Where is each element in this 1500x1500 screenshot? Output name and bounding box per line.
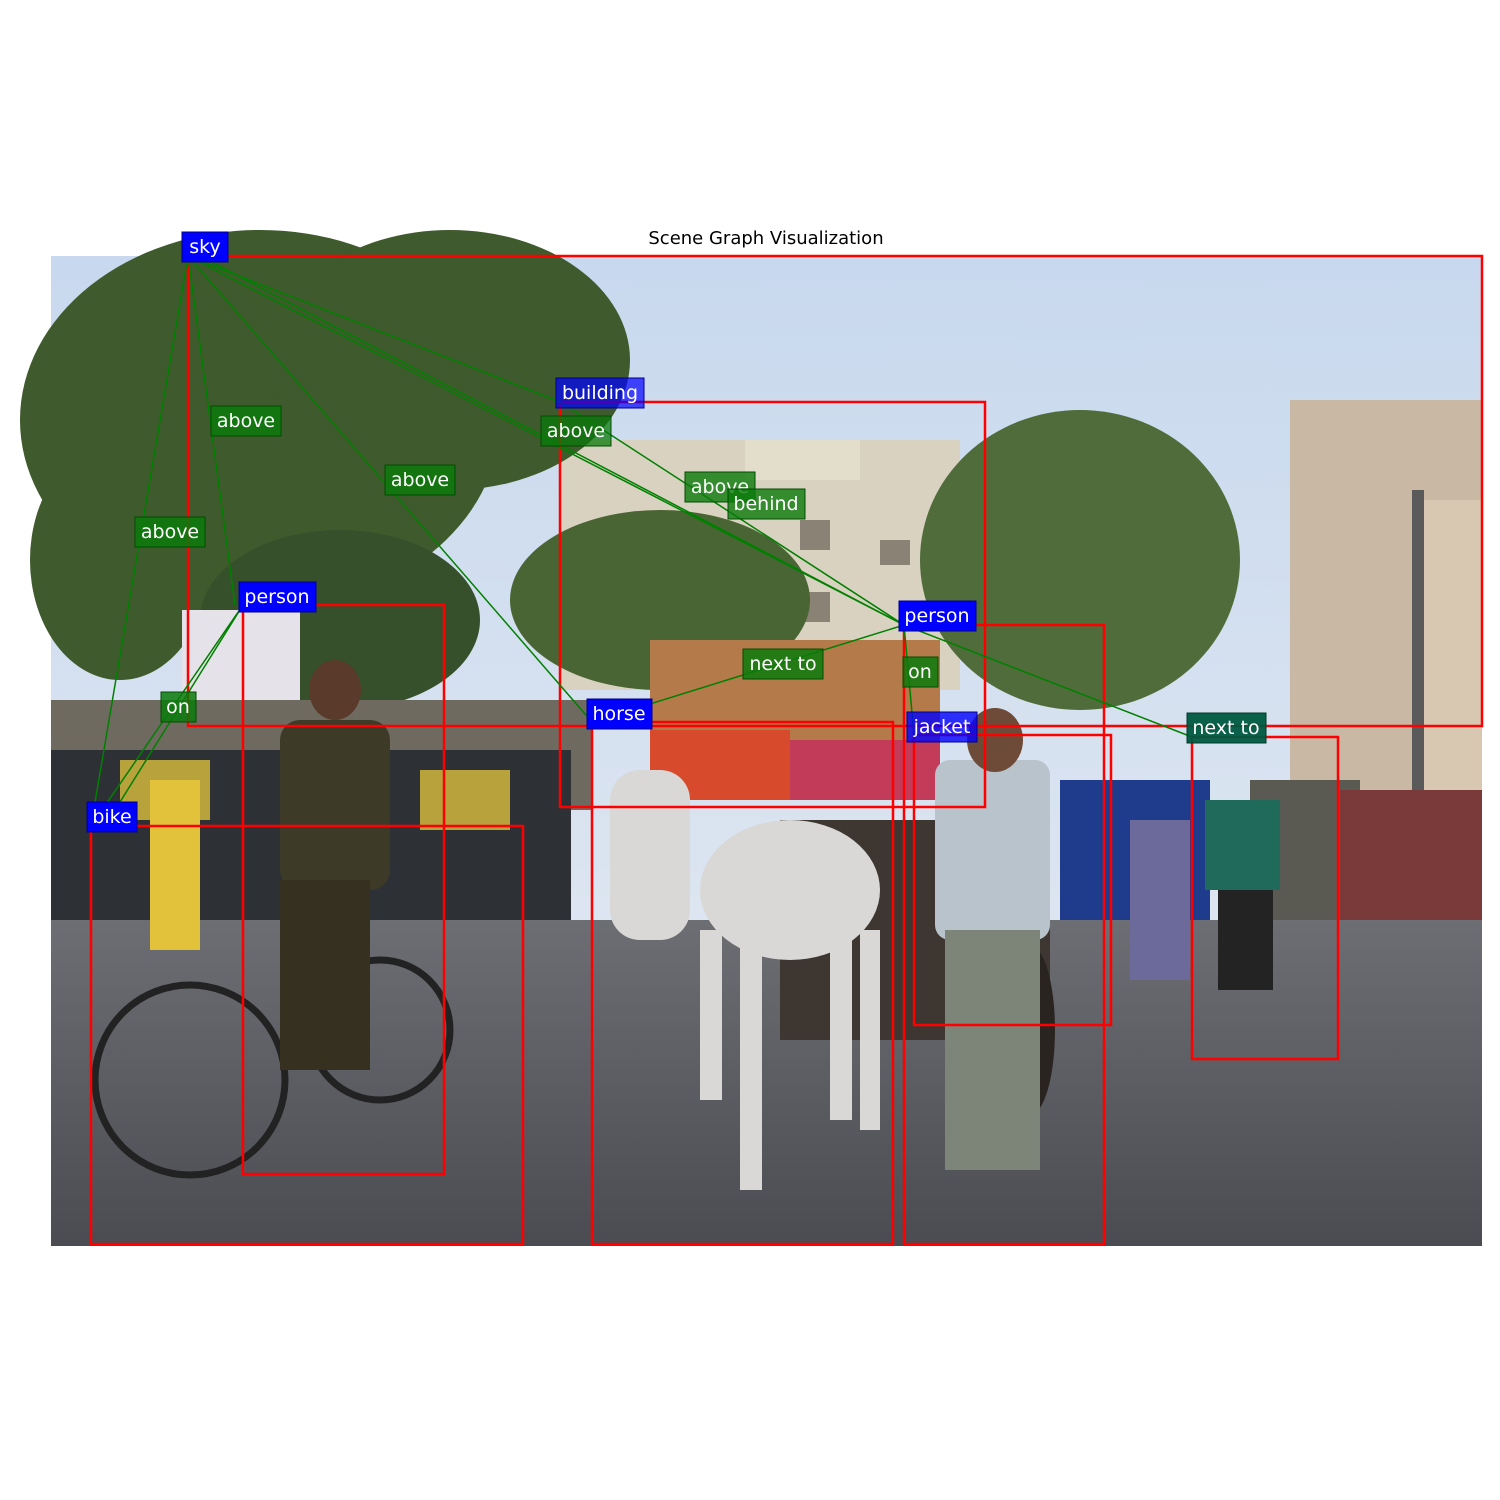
cart-man-figure (935, 708, 1050, 1170)
relation-label-person2-person3: next to (1192, 717, 1259, 739)
relation-label-horse-person2: next to (749, 653, 816, 675)
relation-label-jacket-person2: on (908, 661, 932, 683)
bike-box (89, 824, 525, 1246)
pedestrians (150, 780, 1280, 990)
relation-label-building-person2: behind (733, 493, 798, 515)
building-upper (745, 440, 860, 480)
horse-box (590, 720, 895, 1246)
relation-label-sky-building: above (547, 420, 605, 442)
object-label-bike: bike (92, 806, 131, 828)
object-label-building: building (562, 382, 638, 404)
cyclist-figure (91, 660, 454, 1179)
object-label-horse: horse (592, 703, 645, 725)
person1-box (241, 603, 446, 1176)
object-labels: sky building person person horse jacket … (86, 231, 978, 833)
horse-figure (610, 770, 880, 1190)
object-label-person1: person (244, 586, 309, 608)
relation-label-person1-bike: on (166, 696, 190, 718)
relation-label-sky-person1: above (217, 410, 275, 432)
object-label-jacket: jacket (913, 716, 971, 738)
jacket-box (912, 733, 1113, 1027)
object-label-sky: sky (189, 236, 220, 258)
sky-box (186, 254, 1484, 728)
relation-label-sky-horse: above (391, 469, 449, 491)
person2-person3-line (903, 624, 1193, 738)
relation-label-sky-bike: above (141, 521, 199, 543)
trees (20, 230, 1240, 710)
figure-title: Scene Graph Visualization (648, 228, 884, 249)
building-box (558, 400, 987, 809)
person2-box (902, 623, 1106, 1246)
street-photo (20, 230, 1482, 1246)
sky-building-line (187, 255, 561, 403)
relation-labels: above above above above above behind nex… (134, 405, 1267, 744)
object-boxes (89, 254, 1484, 1246)
object-label-person2: person (904, 605, 969, 627)
